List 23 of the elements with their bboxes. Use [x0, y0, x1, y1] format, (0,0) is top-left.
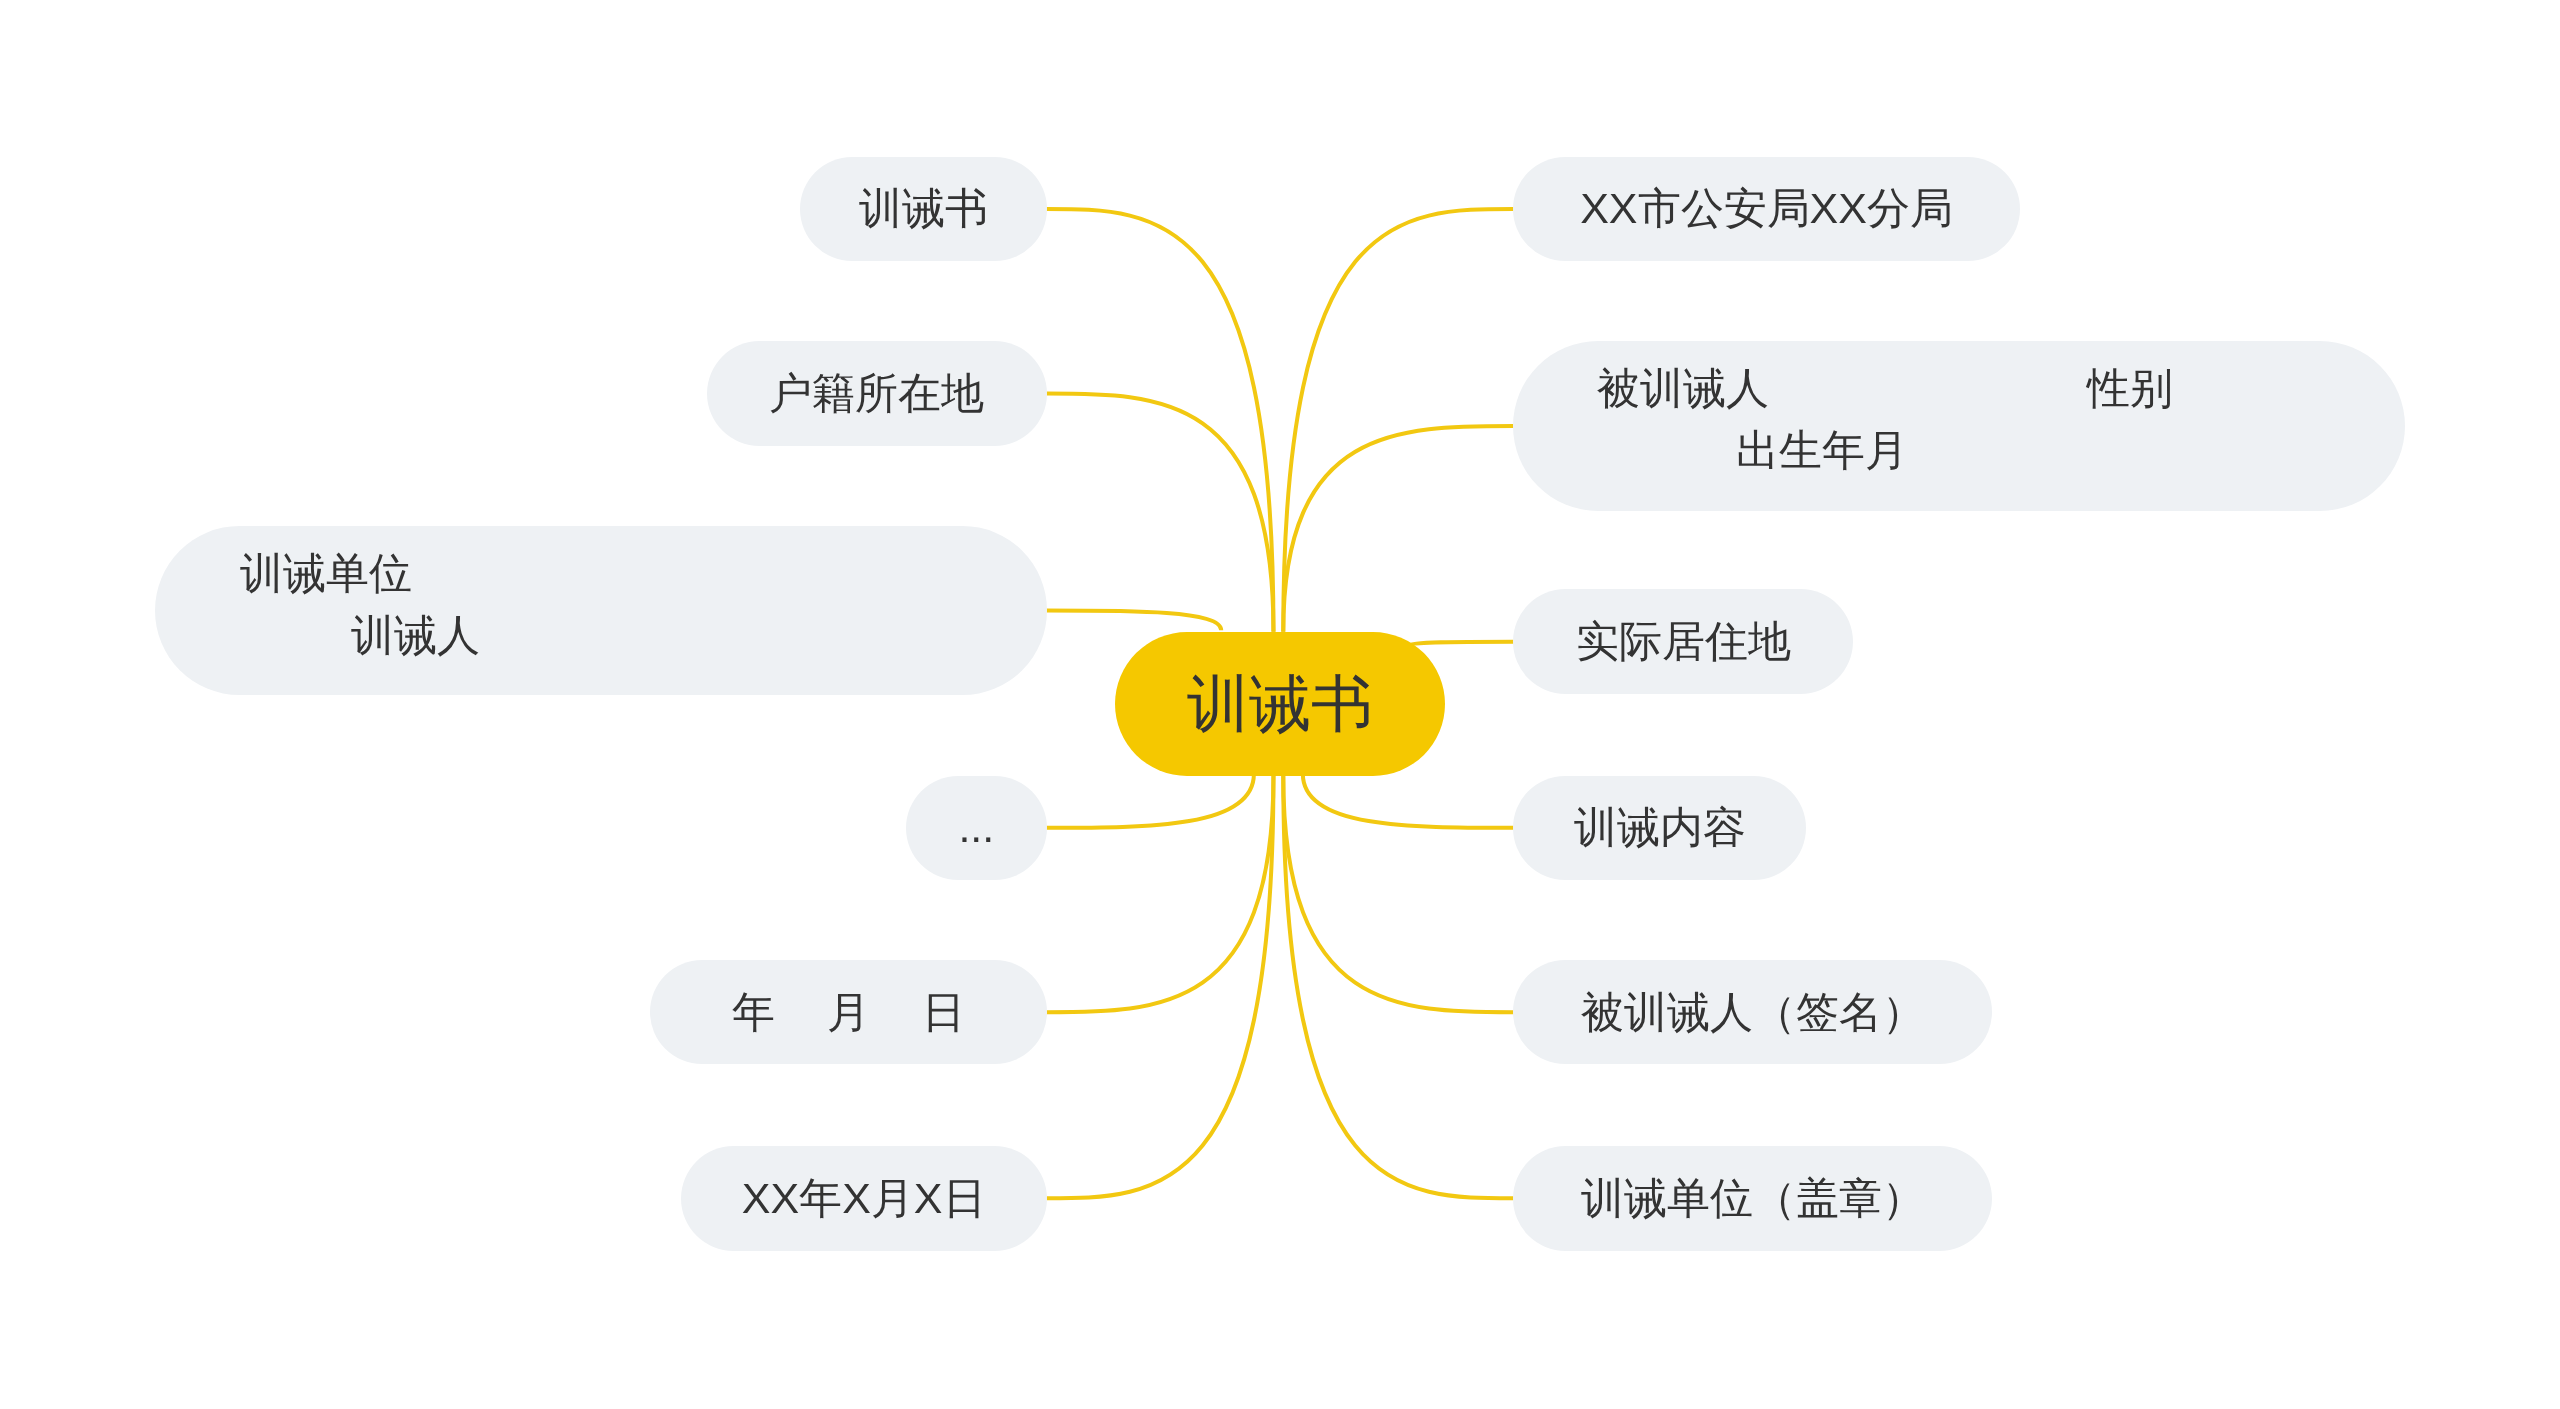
topic-text: ... [958, 806, 995, 850]
topic-text: 训诫单位 [240, 551, 412, 595]
topic-text: 出生年月 [1735, 429, 1908, 473]
topic-text: 训诫书 [858, 187, 988, 231]
topic-text: 被训诫人 [1596, 367, 1769, 411]
topic-text: 年 月 日 [731, 990, 965, 1034]
topic-text: 被训诫人（签名） [1580, 990, 1925, 1034]
topic-text: 性别 [2086, 367, 2173, 411]
connector-curve [1300, 773, 1514, 830]
connector-curve [1281, 775, 1514, 1201]
topic-text: 训诫书 [1187, 672, 1373, 735]
connector-curve [1281, 424, 1514, 632]
topic-text: 实际居住地 [1575, 620, 1791, 664]
connector-curve [1046, 391, 1276, 632]
topic-text: 训诫内容 [1573, 806, 1746, 850]
topic-text: 训诫人 [351, 613, 480, 657]
topic-text: XX年X月X日 [741, 1176, 986, 1220]
connector-curve [1046, 775, 1276, 1201]
topic-text: 户籍所在地 [769, 371, 985, 415]
connector-curve [1046, 773, 1256, 830]
connector-curve [1046, 608, 1224, 631]
topic-text: XX市公安局XX分局 [1580, 187, 1953, 231]
topic-text: 训诫单位（盖章） [1580, 1176, 1925, 1220]
